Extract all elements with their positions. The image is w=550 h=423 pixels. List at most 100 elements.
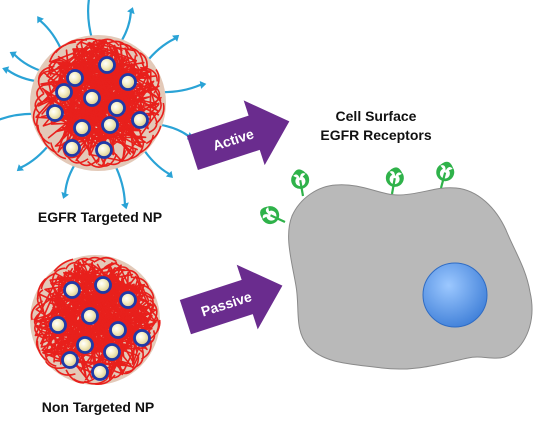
polymer-strand (94, 256, 117, 263)
polymer-strand (123, 269, 141, 283)
active-arrow: Active (186, 100, 290, 170)
polymer-strand (73, 257, 96, 264)
polymer-strand (153, 69, 160, 94)
polymer-strand (44, 348, 57, 367)
non-targeted-np-label: Non Targeted NP (42, 399, 155, 415)
drug-dot (63, 281, 81, 299)
targeted-np-label: EGFR Targeted NP (38, 209, 162, 225)
polymer-strand (149, 309, 160, 332)
polymer-strand (38, 260, 145, 353)
drug-dot (81, 307, 99, 325)
ligand-head (199, 81, 207, 89)
drug-dot (98, 56, 116, 74)
polymer-strand (35, 328, 43, 353)
polymer-strand (54, 367, 76, 376)
polymer-strand (48, 59, 63, 77)
arrow-shape (179, 264, 283, 335)
polymer-strand (84, 256, 106, 263)
drug-dots (46, 56, 149, 159)
nanoparticle-icon (30, 255, 161, 385)
polymer-strand (62, 144, 80, 159)
polymer-strand (137, 283, 155, 299)
polymer-strand (129, 141, 145, 160)
ligand-head (127, 7, 135, 15)
polymer-strand (103, 262, 124, 273)
polymer-strand (34, 319, 45, 340)
ligand-strand (87, 0, 94, 43)
egfr-receptor-icon (291, 169, 310, 197)
ligand-head (165, 170, 173, 178)
polymer-strand (143, 291, 154, 311)
polymer-strand (35, 63, 132, 155)
polymer-strand (119, 43, 138, 57)
polymer-strand (140, 66, 159, 82)
receptor-group (260, 161, 455, 225)
polymer-strand (32, 102, 40, 127)
polymer-strand (97, 38, 120, 47)
drug-dot (91, 363, 109, 381)
polymer-strand (36, 112, 43, 137)
polymer-strand (112, 266, 133, 277)
cell-surface-label-line1: Cell Surface (336, 108, 417, 124)
ligand-head (9, 51, 17, 59)
cell-surface-label-line2: EGFR Receptors (320, 127, 431, 143)
polymer-strand (64, 262, 87, 270)
ligand-strand (158, 83, 202, 94)
drug-dot (73, 119, 91, 137)
ligand-head (16, 164, 24, 172)
polymer-strand (53, 258, 74, 272)
egfr-receptor-icon (436, 161, 455, 189)
drug-dots (49, 276, 151, 381)
drug-dot (46, 104, 64, 122)
polymer-strand (139, 52, 148, 77)
polymer-strand (151, 92, 162, 115)
drug-dot (103, 343, 121, 361)
drug-dot (83, 89, 101, 107)
arrow-shape (186, 100, 290, 170)
drug-dot (61, 351, 79, 369)
targeted-nanoparticle-icon (0, 0, 207, 210)
polymer-strand (65, 369, 84, 384)
polymer-strand (54, 264, 153, 376)
polymer-strand (129, 47, 144, 66)
drug-dot (101, 116, 119, 134)
drug-dot (108, 99, 126, 117)
polymer-strand (34, 92, 45, 114)
polymer-strand (59, 259, 154, 353)
egfr-receptor-icon (385, 167, 404, 195)
polymer-strand (145, 125, 162, 145)
polymer-strand (65, 50, 149, 137)
polymer-strand (36, 83, 47, 104)
ligand-head (121, 202, 129, 210)
polymer-strand (33, 310, 44, 331)
polymer-strands (32, 37, 165, 168)
polymer-strand (51, 267, 66, 285)
drug-dot (109, 321, 127, 339)
polymer-strand (97, 153, 118, 167)
passive-arrow: Passive (179, 264, 283, 335)
polymer-strand (76, 37, 99, 46)
polymer-strand (55, 41, 76, 54)
ligand-head (172, 34, 180, 42)
ligand-head (2, 66, 10, 74)
drug-dot (94, 276, 112, 294)
cell-icon (260, 161, 533, 370)
polymer-strand (73, 50, 117, 131)
polymer-strand (108, 40, 130, 50)
polymer-strand (112, 366, 136, 375)
ligand-head (37, 16, 44, 24)
polymer-strand (76, 158, 99, 167)
ligand-strand (112, 161, 126, 205)
nucleus-icon (422, 262, 488, 328)
polymer-strand (87, 39, 109, 50)
drug-dot (131, 111, 149, 129)
polymer-strand (139, 134, 155, 154)
drug-dot (119, 73, 137, 91)
ligand-head (61, 191, 69, 199)
polymer-strand (87, 160, 110, 168)
drug-dot (66, 69, 84, 87)
polymer-strand (30, 300, 44, 321)
drug-dot (95, 141, 113, 159)
polymer-strand (149, 299, 158, 321)
